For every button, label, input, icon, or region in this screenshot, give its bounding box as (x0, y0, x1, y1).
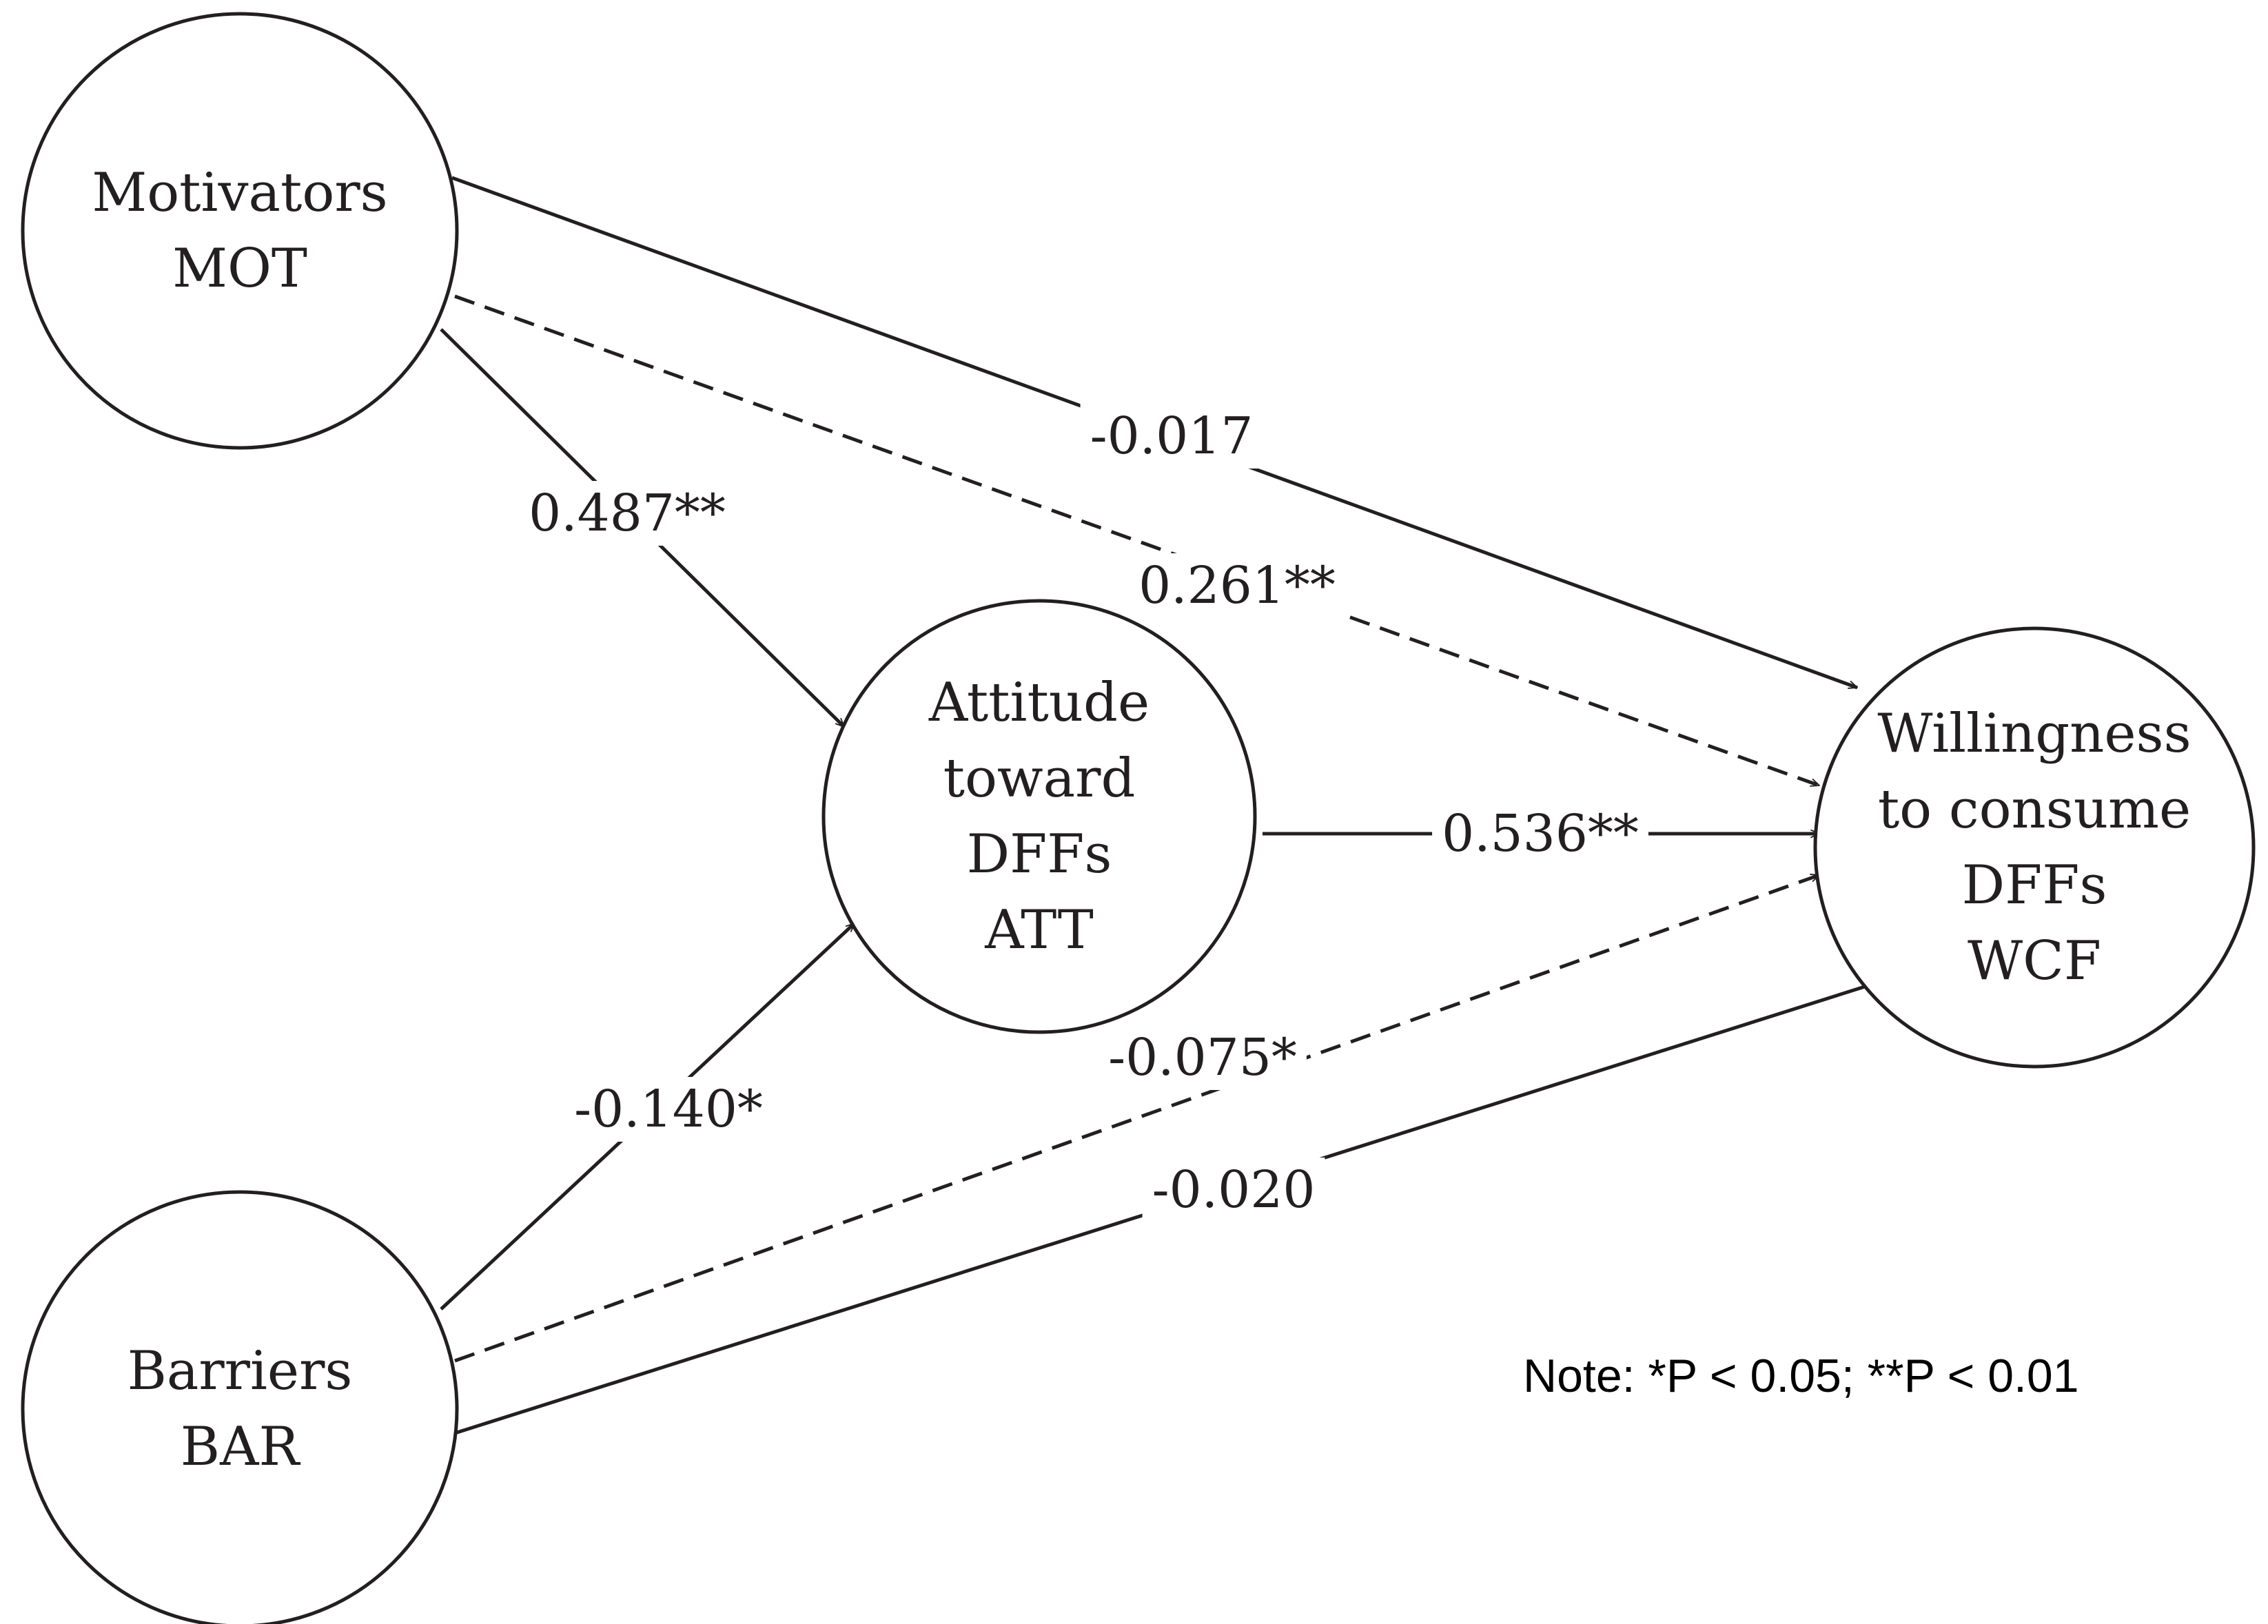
node-circle-mot (21, 12, 459, 450)
edge-label-background (1129, 553, 1345, 618)
edge-label-mot-wcf: -0.017 (1090, 407, 1254, 466)
edge-label-background (1142, 1158, 1325, 1222)
edge-label-att-wcf: 0.536** (1442, 804, 1639, 863)
node-label-line: ATT (984, 899, 1094, 961)
edge-label-group-mot-att: 0.487** (519, 481, 735, 546)
node-label-line: BAR (181, 1416, 301, 1478)
edge-label-bar-wcf-indirect: -0.075* (1108, 1028, 1297, 1087)
node-circle-bar (21, 1190, 459, 1624)
node-label-line: DFFs (967, 823, 1112, 885)
edge-label-group-bar-att: -0.140* (564, 1077, 773, 1142)
edge-label-group-mot-wcf-indirect: 0.261** (1129, 553, 1345, 618)
edge-label-background (519, 481, 735, 546)
edge-label-bar-att: -0.140* (574, 1080, 763, 1139)
node-circle-wcf (1813, 626, 2256, 1069)
node-label-line: Willingness (1877, 703, 2191, 765)
edge-bar-wcf-indirect (454, 873, 1819, 1363)
edge-label-group-bar-wcf: -0.020 (1142, 1158, 1325, 1222)
edge-label-group-mot-wcf: -0.017 (1080, 404, 1263, 469)
node-label-line: Barriers (127, 1340, 353, 1402)
edge-label-group-bar-wcf-indirect: -0.075* (1099, 1025, 1307, 1090)
edge-label-background (564, 1077, 773, 1142)
node-label-line: to consume (1878, 779, 2191, 841)
node-label-line: toward (943, 748, 1136, 810)
edge-mot-wcf-indirect (454, 294, 1819, 788)
significance-note: Note: *P < 0.05; **P < 0.01 (1523, 1350, 2079, 1402)
edge-label-background (1432, 801, 1648, 866)
edge-label-mot-att: 0.487** (529, 484, 726, 543)
node-label-line: DFFs (1962, 854, 2107, 916)
edge-labels-layer: -0.017 0.261** 0.487** 0.536** -0.140* -0.075… (519, 404, 1648, 1222)
node-label-line: MOT (172, 238, 307, 300)
edge-label-background (1099, 1025, 1307, 1090)
node-label-line: WCF (1968, 930, 2101, 992)
node-label-line: Motivators (92, 162, 387, 224)
edge-label-group-att-wcf: 0.536** (1432, 801, 1648, 866)
node-label-line: Attitude (928, 672, 1150, 734)
edge-label-mot-wcf-indirect: 0.261** (1138, 556, 1336, 615)
edge-label-background (1080, 404, 1263, 469)
node-circle-att (821, 599, 1257, 1034)
edge-label-bar-wcf: -0.020 (1152, 1160, 1316, 1220)
